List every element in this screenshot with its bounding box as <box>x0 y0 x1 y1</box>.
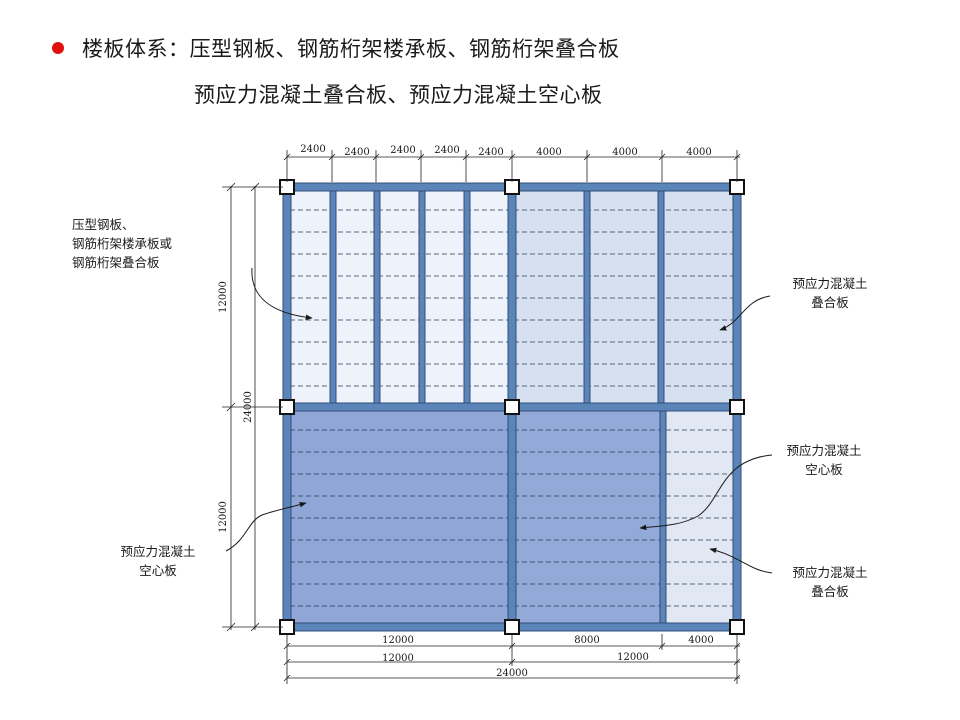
column-node <box>729 179 745 195</box>
top-dimension-line <box>283 150 741 182</box>
title-row: 楼板体系：压型钢板、钢筋桁架楼承板、钢筋桁架叠合板 <box>52 33 620 63</box>
bottom-dimension-lines <box>283 634 741 684</box>
dim-top-7: 4000 <box>612 147 637 158</box>
slab-steel-deck-zone <box>290 190 510 404</box>
column-node <box>729 619 745 635</box>
label-hollow-left-line1: 预应力混凝土 <box>120 544 195 559</box>
label-composite-lower-line1: 预应力混凝土 <box>792 565 867 580</box>
label-composite-upper-line1: 预应力混凝土 <box>792 276 867 291</box>
slab-hollow-lower-middle <box>516 411 662 624</box>
annotation-leaders <box>225 267 773 574</box>
leader-composite-upper <box>719 295 771 331</box>
leader-hollow-left <box>225 502 307 552</box>
leader-steel-deck <box>251 267 313 321</box>
leader-composite-lower <box>709 547 773 574</box>
left-dimension-lines <box>222 182 283 632</box>
column-node <box>504 179 520 195</box>
beam-upper-secondary-1 <box>329 190 337 404</box>
beam-upper-secondary-6 <box>657 190 665 404</box>
label-steel-deck-line3: 钢筋桁架叠合板 <box>72 255 160 270</box>
dim-left-total: 24000 <box>243 391 254 423</box>
label-steel-deck-line1: 压型钢板、 <box>72 217 135 232</box>
page-title: 楼板体系：压型钢板、钢筋桁架楼承板、钢筋桁架叠合板 <box>82 37 620 61</box>
dim-top-8: 4000 <box>686 147 711 158</box>
label-composite-upper-line2: 叠合板 <box>811 295 849 310</box>
label-hollow-center-line2: 空心板 <box>805 462 843 477</box>
column-node <box>504 399 520 415</box>
dim-top-6: 4000 <box>536 147 561 158</box>
page-subtitle: 预应力混凝土叠合板、预应力混凝土空心板 <box>194 83 603 107</box>
leader-hollow-center <box>639 454 773 531</box>
beam-upper-secondary-5 <box>583 190 591 404</box>
beam-lower-secondary <box>659 410 667 624</box>
dim-top-4: 2400 <box>434 145 459 156</box>
dim-left-lower: 12000 <box>218 501 229 533</box>
beam-upper-secondary-4 <box>463 190 471 404</box>
label-hollow-center-line1: 预应力混凝土 <box>786 443 861 458</box>
beam-upper-secondary-2 <box>373 190 381 404</box>
dim-top-1: 2400 <box>300 144 325 155</box>
slab-panels <box>290 190 734 624</box>
dim-bottom-2b: 12000 <box>617 652 649 663</box>
label-hollow-left-line2: 空心板 <box>139 563 177 578</box>
dim-top-2: 2400 <box>344 147 369 158</box>
column-node <box>504 619 520 635</box>
column-node <box>729 399 745 415</box>
slab-composite-upper-right <box>516 190 734 404</box>
dim-top-3: 2400 <box>390 145 415 156</box>
dim-bottom-1a: 12000 <box>382 635 414 646</box>
label-composite-lower-line2: 叠合板 <box>811 584 849 599</box>
slab-hollow-lower-left <box>290 411 510 624</box>
dim-bottom-2a: 12000 <box>382 653 414 664</box>
beam-upper-secondary-3 <box>418 190 426 404</box>
dim-bottom-1b: 8000 <box>574 635 599 646</box>
red-bullet-icon <box>52 42 64 54</box>
label-steel-deck-line2: 钢筋桁架楼承板或 <box>72 236 173 251</box>
dim-bottom-1c: 4000 <box>688 635 713 646</box>
dim-top-5: 2400 <box>478 147 503 158</box>
slab-composite-lower-right <box>666 411 734 624</box>
dim-left-upper: 12000 <box>218 281 229 313</box>
dim-bottom-total: 24000 <box>496 668 528 679</box>
